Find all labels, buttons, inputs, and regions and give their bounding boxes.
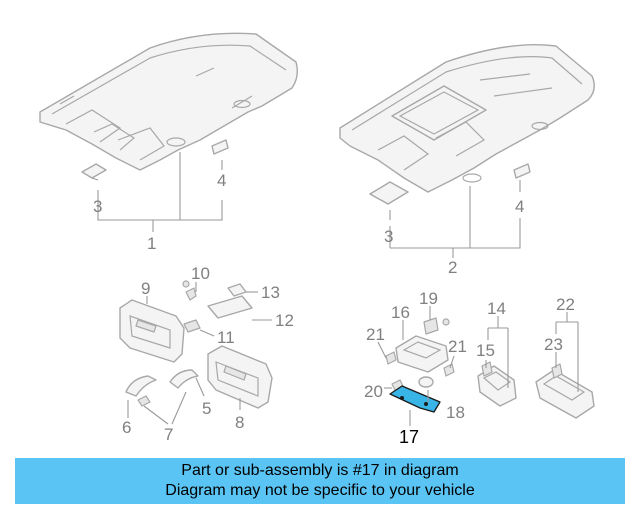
leader-22	[555, 312, 579, 392]
callout-4-right: 4	[515, 197, 524, 216]
leader-7	[143, 391, 187, 425]
visor-hook	[185, 287, 197, 301]
dome-lamp-bulb-23	[551, 363, 563, 379]
bracket-hole-left	[400, 396, 404, 400]
callout-21-left: 21	[366, 325, 385, 344]
callout-16: 16	[391, 303, 410, 322]
caption-line-disclaimer: Diagram may not be specific to your vehi…	[165, 482, 475, 499]
lamp-socket-18	[418, 376, 434, 388]
callout-12: 12	[275, 311, 294, 330]
callout-1: 1	[147, 234, 156, 253]
callout-20: 20	[364, 382, 383, 401]
callout-10: 10	[191, 264, 210, 283]
sunroof-trim-panel	[369, 181, 409, 205]
clip-part-4-right	[513, 163, 531, 179]
vanity-lens	[207, 295, 253, 319]
headliner-with-sunroof	[339, 44, 595, 193]
highlighted-part-17-bracket	[389, 385, 441, 413]
callout-4-left: 4	[217, 171, 226, 190]
map-lamp-clip-left	[385, 351, 397, 365]
vanity-cover	[227, 283, 247, 297]
clip-part-4-left	[211, 139, 229, 155]
leader-2-group	[389, 186, 521, 258]
callout-22: 22	[556, 295, 575, 314]
dome-lamp-bulb-15	[481, 361, 493, 377]
sun-visor-left	[119, 299, 185, 363]
callout-15: 15	[476, 341, 495, 360]
leader-21-left	[377, 341, 387, 359]
callout-7: 7	[164, 425, 173, 444]
map-lamp-bulb	[423, 317, 439, 335]
sun-visor-light-left	[81, 163, 107, 179]
assist-grip-clip	[137, 395, 151, 407]
callout-11: 11	[217, 328, 235, 347]
callout-5: 5	[202, 399, 211, 418]
parts-diagram: 3 4 1 3 4 2	[39, 32, 595, 447]
leader-14	[487, 316, 509, 388]
caption-line-part-number: Part or sub-assembly is #17 in diagram	[181, 462, 459, 479]
assist-grip-right	[169, 369, 199, 389]
dome-lamp-14	[477, 365, 517, 407]
callout-23: 23	[544, 335, 563, 354]
leader-1-group	[91, 152, 223, 221]
callout-2: 2	[448, 258, 457, 277]
callout-19: 19	[419, 289, 438, 308]
callout-3-left: 3	[93, 197, 102, 216]
leader-11	[199, 329, 215, 337]
callout-21-right: 21	[448, 337, 467, 356]
sun-visor-right	[207, 345, 273, 409]
map-lamp-screw	[442, 318, 450, 326]
diagram-caption-banner: Part or sub-assembly is #17 in diagram D…	[15, 458, 625, 504]
callout-17-highlighted: 17	[399, 427, 419, 447]
assist-grip-left	[125, 375, 157, 397]
callout-18: 18	[446, 403, 465, 422]
bracket-hole-right	[424, 402, 428, 406]
headliner-without-sunroof	[39, 32, 299, 171]
map-lamp-clip-right	[443, 363, 455, 377]
callout-3-right: 3	[384, 227, 393, 246]
callout-14: 14	[487, 299, 506, 318]
map-lamp-assembly	[395, 335, 449, 373]
callout-6: 6	[122, 418, 131, 437]
visor-screw	[182, 280, 190, 288]
leader-21-right	[449, 355, 455, 369]
callout-9: 9	[141, 279, 150, 298]
callout-8: 8	[235, 413, 244, 432]
leader-5	[195, 377, 205, 397]
dome-lamp-22	[535, 369, 595, 419]
visor-bracket	[183, 319, 201, 333]
callout-13: 13	[261, 283, 280, 302]
